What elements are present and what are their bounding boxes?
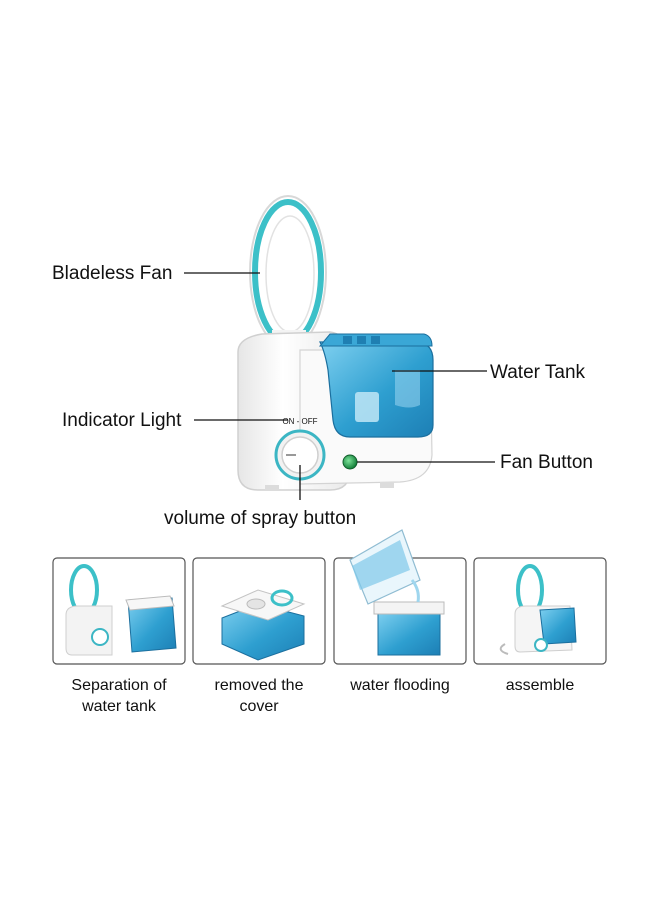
caption-line: assemble — [505, 677, 575, 694]
callout-lines — [184, 272, 495, 500]
caption-assemble: assemble — [470, 675, 610, 696]
bladeless-fan-ring — [249, 195, 327, 354]
step-panel-water-flooding — [333, 529, 467, 665]
step-panel-removed-cover — [192, 557, 326, 665]
label-indicator-light: Indicator Light — [62, 410, 182, 431]
water-tank — [318, 333, 434, 438]
label-spray-button: volume of spray button — [164, 508, 356, 529]
step-panel-separation — [52, 557, 186, 665]
caption-line: water flooding — [350, 677, 450, 694]
label-fan-button: Fan Button — [500, 452, 593, 473]
caption-line: removed the — [214, 677, 304, 694]
on-off-marking: ON - OFF — [282, 417, 317, 426]
label-water-tank: Water Tank — [490, 362, 586, 383]
caption-separation: Separation of water tank — [49, 675, 189, 717]
caption-removed-cover: removed the cover — [189, 675, 329, 717]
spray-volume-knob[interactable] — [274, 429, 326, 481]
caption-line: cover — [239, 698, 279, 715]
step-panel-assemble — [473, 557, 607, 665]
label-bladeless-fan: Bladeless Fan — [52, 263, 172, 284]
caption-line: Separation of — [71, 677, 167, 694]
fan-button[interactable] — [342, 454, 358, 470]
caption-water-flooding: water flooding — [330, 675, 470, 696]
caption-line: water tank — [82, 698, 156, 715]
humidifier-main: ON - OFF — [237, 195, 434, 491]
